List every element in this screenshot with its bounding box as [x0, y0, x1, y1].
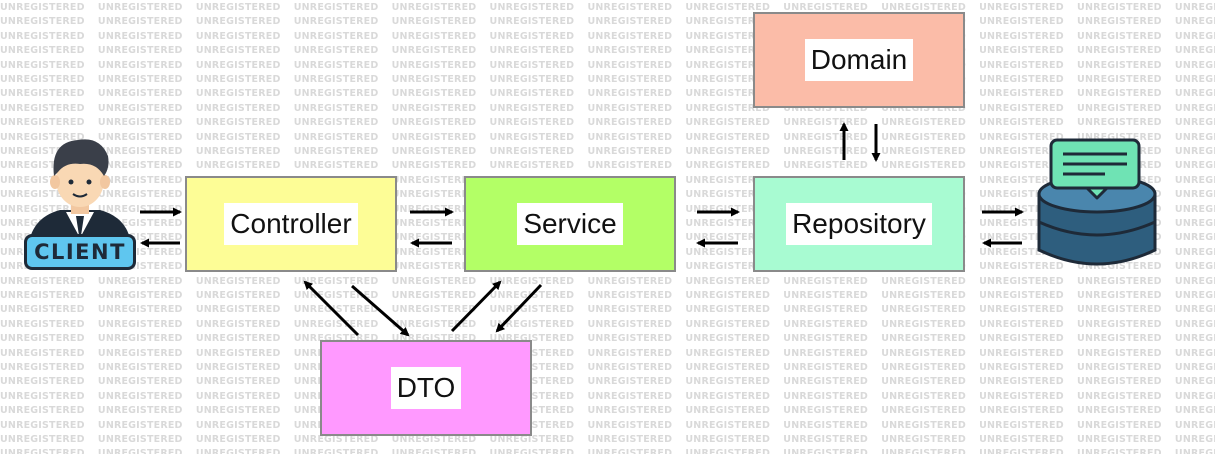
arrow-dto-to-service: [450, 280, 502, 333]
client-badge: CLIENT: [24, 234, 136, 270]
domain-box: Domain: [753, 12, 965, 108]
arrow-service-to-dto: [495, 283, 543, 333]
arrow-dto-to-controller: [303, 280, 360, 337]
dto-box: DTO: [320, 340, 532, 436]
controller-label: Controller: [224, 203, 358, 245]
client-badge-label: CLIENT: [34, 240, 126, 264]
controller-box: Controller: [185, 176, 397, 272]
arrow-controller-to-dto: [351, 284, 410, 337]
dto-label: DTO: [390, 367, 462, 409]
database-icon: [1037, 138, 1157, 266]
service-box: Service: [464, 176, 676, 272]
repository-box: Repository: [753, 176, 965, 272]
service-label: Service: [517, 203, 623, 245]
domain-label: Domain: [804, 39, 914, 81]
repository-label: Repository: [786, 203, 932, 245]
